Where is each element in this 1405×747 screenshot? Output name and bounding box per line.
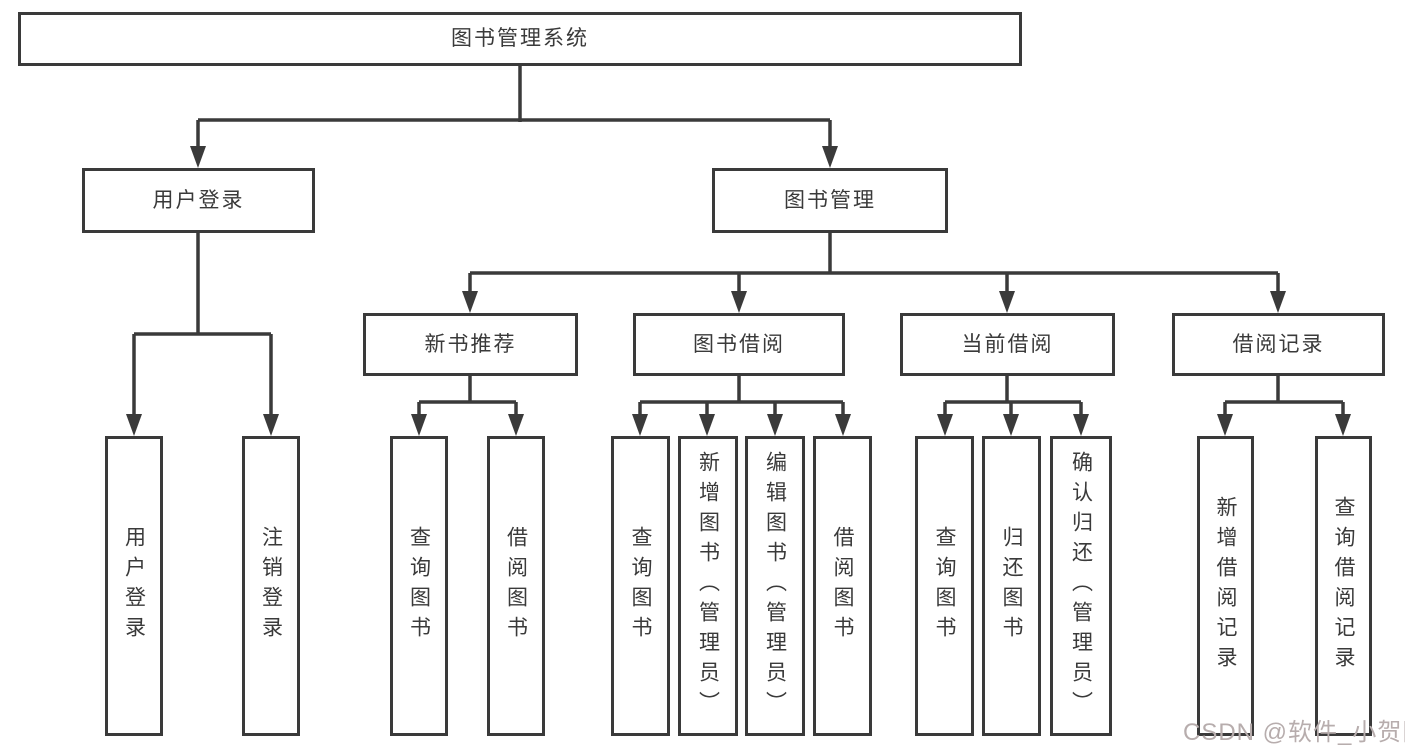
leaf-return-book: 归还图书	[982, 436, 1041, 736]
leaf-confirm-return-admin: 确认归还（管理员）	[1050, 436, 1112, 736]
leaf-borrow-books-borrowing: 借阅图书	[813, 436, 872, 736]
node-borrowing-records: 借阅记录	[1172, 313, 1385, 376]
leaf-edit-book-admin: 编辑图书（管理员）	[745, 436, 805, 736]
node-book-management: 图书管理	[712, 168, 948, 233]
leaf-logout: 注销登录	[242, 436, 300, 736]
node-new-book-recommendation: 新书推荐	[363, 313, 578, 376]
leaf-query-books-borrowing: 查询图书	[611, 436, 670, 736]
leaf-query-books-recommend: 查询图书	[390, 436, 448, 736]
leaf-add-borrowing-record: 新增借阅记录	[1197, 436, 1254, 736]
leaf-user-login: 用户登录	[105, 436, 163, 736]
leaf-query-borrowing-record: 查询借阅记录	[1315, 436, 1372, 736]
node-book-borrowing: 图书借阅	[633, 313, 845, 376]
node-library-management-system: 图书管理系统	[18, 12, 1022, 66]
leaf-borrow-books-recommend: 借阅图书	[487, 436, 545, 736]
csdn-watermark: CSDN @软件_小贺同学	[1183, 719, 1405, 746]
node-user-login: 用户登录	[82, 168, 315, 233]
leaf-add-book-admin: 新增图书（管理员）	[678, 436, 738, 736]
leaf-query-books-current: 查询图书	[915, 436, 974, 736]
node-current-borrowing: 当前借阅	[900, 313, 1115, 376]
